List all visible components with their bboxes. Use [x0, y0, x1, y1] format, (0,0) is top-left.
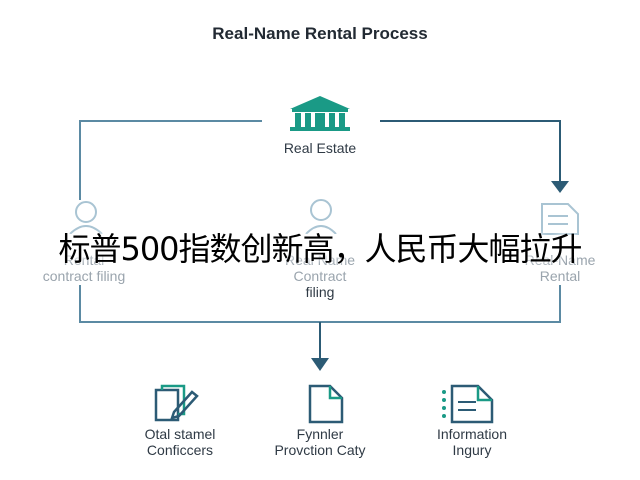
node-label-line: Conficcers	[146, 442, 214, 458]
connector-top-right	[380, 120, 561, 182]
arrow-down-center-icon	[311, 358, 329, 371]
bottom-node-2: Fynnler Provction Caty	[240, 426, 400, 458]
edit-document-icon	[154, 384, 199, 422]
real-name-contract-filing-node: Real Name Contract filing	[240, 252, 400, 300]
node-label-line: Provction Caty	[274, 442, 366, 458]
node-label-line: Real-Name	[524, 252, 596, 268]
rental-contract-filing-node: Rental contract filing	[0, 252, 168, 284]
document-icon	[541, 203, 579, 235]
node-label-line: Otal stamel	[144, 426, 216, 442]
node-label-line: Information	[436, 426, 508, 442]
real-name-rental-node: Real-Name Rental	[480, 252, 640, 284]
node-label-line: Fynnler	[296, 426, 344, 442]
person-icon	[69, 201, 103, 234]
node-label-line: Real Name	[284, 252, 356, 268]
bottom-node-3: Information Ingury	[392, 426, 552, 458]
node-label-line: Contract	[293, 268, 347, 284]
real-estate-label: Real Estate	[283, 140, 357, 156]
node-label-line: Rental	[539, 268, 581, 284]
list-document-icon	[442, 384, 494, 424]
node-label-line: filing	[305, 284, 335, 300]
person-icon	[305, 199, 337, 234]
node-label-line: contract filing	[42, 268, 126, 284]
node-label-line: Ingury	[452, 442, 492, 458]
node-label-line: Rental	[63, 252, 105, 268]
real-estate-node	[284, 94, 356, 134]
bottom-node-1: Otal stamel Conficcers	[100, 426, 260, 458]
document-icon	[308, 384, 344, 424]
bank-building-icon	[290, 96, 350, 131]
overlay-caption: 标普500指数创新高，人民币大幅拉升	[58, 230, 582, 268]
diagram-title: Real-Name Rental Process	[212, 24, 428, 43]
arrow-down-right-icon	[551, 181, 569, 193]
connector-top-left	[79, 120, 262, 200]
